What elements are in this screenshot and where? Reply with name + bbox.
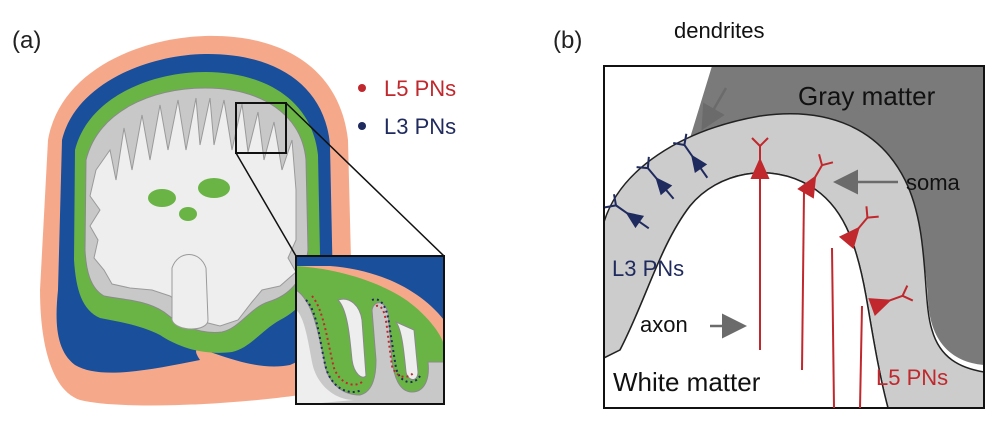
l3-label: L3 PNs <box>612 256 684 281</box>
zoom-line-top <box>285 102 445 257</box>
white-matter-label: White matter <box>613 367 761 397</box>
ventricle-right <box>198 178 230 198</box>
legend-l3-dot <box>358 122 366 130</box>
panel-b-label: (b) <box>553 27 582 54</box>
ventricle-left <box>148 189 176 207</box>
cortex-fold <box>604 66 984 408</box>
l3-neurons <box>604 133 709 230</box>
legend-l5-text: L5 PNs <box>384 76 456 101</box>
panel-a-label: (a) <box>12 27 41 54</box>
legend-l3-text: L3 PNs <box>384 114 456 139</box>
panel-b-frame <box>603 65 985 409</box>
dendrites-label: dendrites <box>674 18 765 43</box>
soma-label: soma <box>906 170 961 195</box>
ventricle-center <box>179 207 197 221</box>
dendrites-arrow <box>701 87 728 131</box>
brainstem <box>171 254 209 330</box>
zoom-inset <box>296 256 444 404</box>
zoom-line-bottom <box>235 152 297 257</box>
l5-neurons <box>750 137 914 409</box>
zoom-inset-frame <box>295 255 445 405</box>
axon-label: axon <box>640 312 688 337</box>
gray-matter-label: Gray matter <box>798 81 936 111</box>
zoom-box <box>235 102 287 154</box>
legend-l5-dot <box>358 84 366 92</box>
l5-label: L5 PNs <box>876 365 948 390</box>
